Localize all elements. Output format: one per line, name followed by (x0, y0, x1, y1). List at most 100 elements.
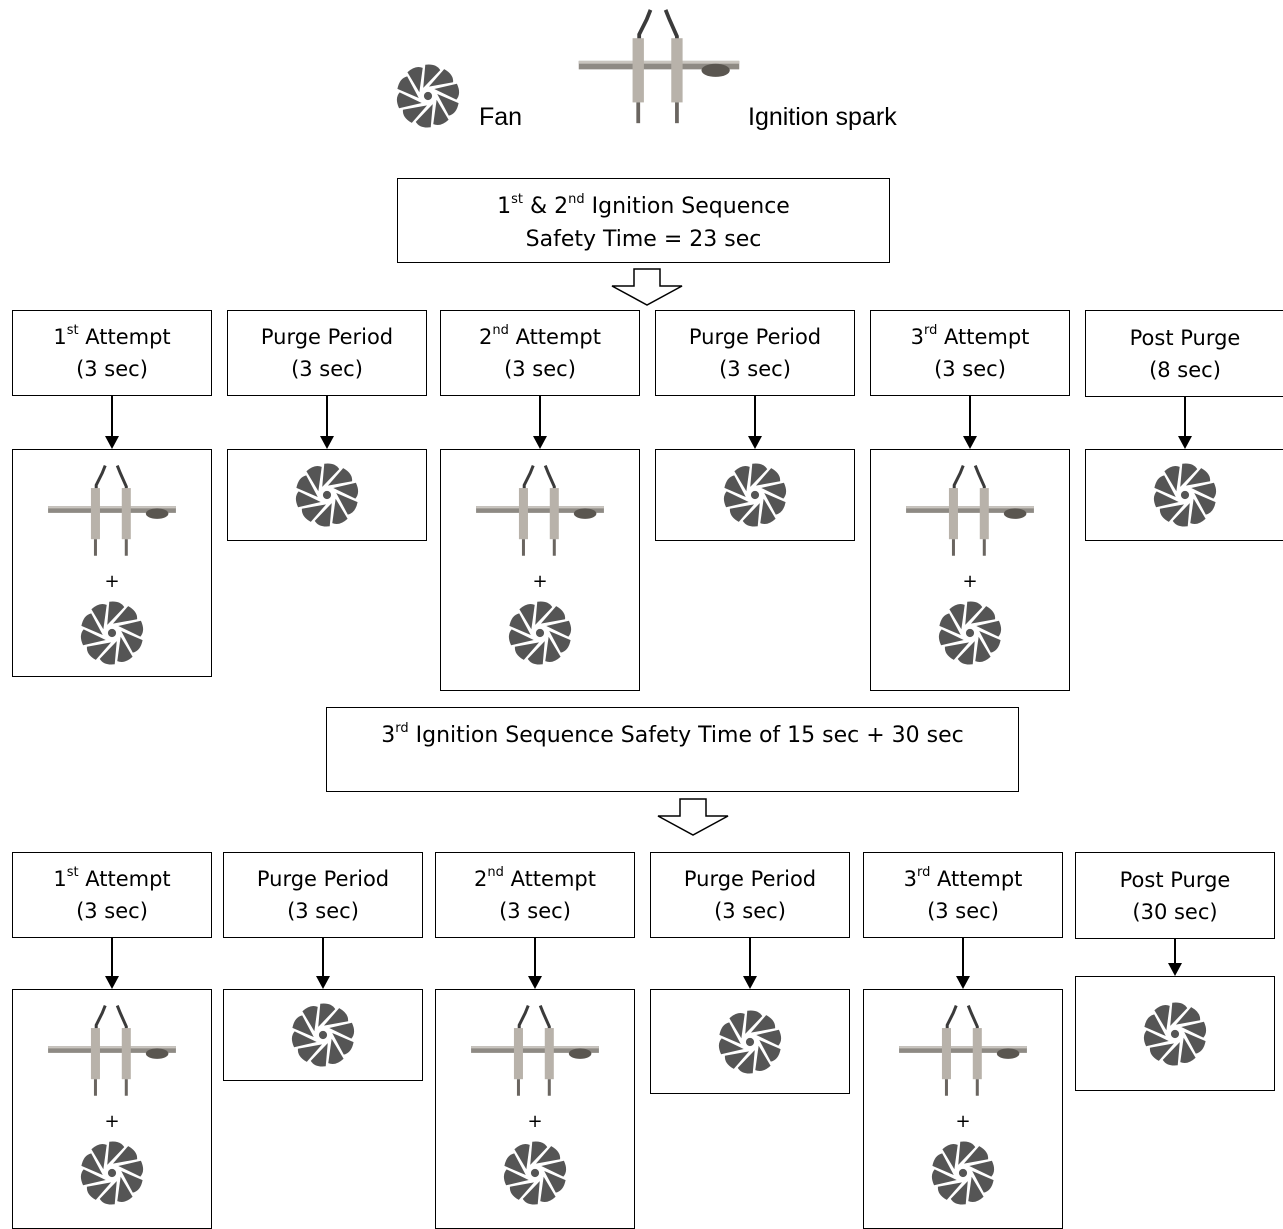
fan-icon (78, 1139, 146, 1207)
step-duration: (3 sec) (499, 899, 571, 923)
plus-sign: + (955, 1111, 971, 1132)
step-label-box: Purge Period (3 sec) (655, 310, 855, 396)
ignition-spark-icon (471, 1004, 599, 1098)
step-label-box: Post Purge (8 sec) (1085, 310, 1283, 397)
step-ordinal-suffix: nd (492, 323, 509, 338)
connector-arrowhead (743, 976, 757, 989)
step-name: Purge Period (689, 321, 821, 353)
sequence2-title: 3rd Ignition Sequence Safety Time of 15 … (381, 720, 964, 748)
step-name: Purge Period (684, 863, 816, 895)
ignition-spark-icon (48, 1004, 176, 1098)
step-duration: (3 sec) (714, 899, 786, 923)
step-duration: (3 sec) (291, 357, 363, 381)
step-ordinal-suffix: rd (923, 323, 938, 338)
step-name-text: Attempt (78, 325, 171, 349)
connector-arrowhead (1178, 436, 1192, 449)
step-name: Purge Period (257, 863, 389, 895)
fan-icon (293, 461, 361, 529)
step-name-text: Attempt (503, 867, 596, 891)
step-name-text: Attempt (78, 867, 171, 891)
step-duration: (3 sec) (927, 899, 999, 923)
step-ordinal: 2 (474, 867, 488, 891)
step-ordinal: 2 (479, 325, 493, 349)
legend-spark-label: Ignition spark (748, 103, 897, 131)
sequence1-title: 1st & 2nd Ignition Sequence (497, 191, 790, 219)
step-duration: (3 sec) (287, 899, 359, 923)
plus-sign: + (527, 1111, 543, 1132)
fan-icon (929, 1139, 997, 1207)
connector-arrowhead (105, 436, 119, 449)
step-duration: (3 sec) (719, 357, 791, 381)
connector-arrowhead (1168, 963, 1182, 976)
down-arrow-icon (611, 268, 683, 306)
ignition-spark-icon (906, 464, 1034, 558)
fan-icon (716, 1008, 784, 1076)
fan-icon (721, 461, 789, 529)
step-name: 1st Attempt (53, 321, 170, 353)
step-name: 3rd Attempt (904, 863, 1023, 895)
step-label-box: 3rd Attempt (3 sec) (870, 310, 1070, 396)
plus-sign: + (104, 1111, 120, 1132)
step-name: 2nd Attempt (479, 321, 601, 353)
connector-arrowhead (963, 436, 977, 449)
connector-line (322, 938, 324, 976)
step-ordinal: 3 (910, 325, 924, 349)
connector-arrowhead (320, 436, 334, 449)
step-name: Post Purge (1120, 864, 1231, 896)
step-name-text: Post Purge (1129, 325, 1241, 350)
connector-line (962, 938, 964, 976)
step-duration: (3 sec) (76, 357, 148, 381)
step-name: Post Purge (1130, 322, 1241, 354)
step-name-text: Purge Period (256, 867, 390, 891)
connector-line (326, 396, 328, 436)
step-label-box: 2nd Attempt (3 sec) (435, 852, 635, 938)
down-arrow-icon (657, 798, 729, 836)
ignition-spark-icon (578, 8, 740, 126)
step-ordinal: 1 (53, 325, 67, 349)
step-name: 3rd Attempt (911, 321, 1030, 353)
step-ordinal-suffix: rd (916, 865, 931, 880)
step-label-box: 1st Attempt(3 sec) (12, 852, 212, 938)
step-name: Purge Period (261, 321, 393, 353)
plus-sign: + (962, 571, 978, 592)
step-duration: (8 sec) (1149, 357, 1221, 382)
step-duration: (3 sec) (76, 899, 148, 923)
step-ordinal-suffix: st (66, 323, 79, 338)
step-label-box: 3rd Attempt (3 sec) (863, 852, 1063, 938)
step-name-text: Attempt (508, 325, 601, 349)
connector-arrowhead (533, 436, 547, 449)
step-name-text: Purge Period (688, 325, 822, 349)
fan-icon (501, 1139, 569, 1207)
connector-line (539, 396, 541, 436)
connector-line (1184, 397, 1186, 436)
step-duration: (3 sec) (504, 357, 576, 381)
step-name: 2nd Attempt (474, 863, 596, 895)
connector-line (969, 396, 971, 436)
step-duration: (30 sec) (1132, 899, 1218, 924)
step-label-box: 2nd Attempt (3 sec) (440, 310, 640, 396)
connector-arrowhead (105, 976, 119, 989)
step-name-text: Purge Period (260, 325, 394, 349)
step-ordinal: 3 (903, 867, 917, 891)
connector-line (111, 396, 113, 436)
connector-arrowhead (316, 976, 330, 989)
fan-icon (506, 599, 574, 667)
step-name-text: Attempt (930, 867, 1023, 891)
connector-arrowhead (748, 436, 762, 449)
step-label-box: Purge Period (3 sec) (227, 310, 427, 396)
connector-line (754, 396, 756, 436)
step-label-box: Purge Period (3 sec) (650, 852, 850, 938)
step-duration: (3 sec) (934, 357, 1006, 381)
step-icon-box (1075, 976, 1275, 1091)
step-ordinal: 1 (53, 867, 67, 891)
step-ordinal-suffix: nd (487, 865, 504, 880)
connector-arrowhead (528, 976, 542, 989)
connector-line (111, 938, 113, 976)
step-label-box: 1st Attempt (3 sec) (12, 310, 212, 396)
plus-sign: + (104, 571, 120, 592)
fan-icon (1141, 1000, 1209, 1068)
step-label-box: Purge Period (3 sec) (223, 852, 423, 938)
sequence2-title-box: 3rd Ignition Sequence Safety Time of 15 … (326, 707, 1019, 792)
connector-line (1174, 939, 1176, 963)
connector-line (749, 938, 751, 976)
